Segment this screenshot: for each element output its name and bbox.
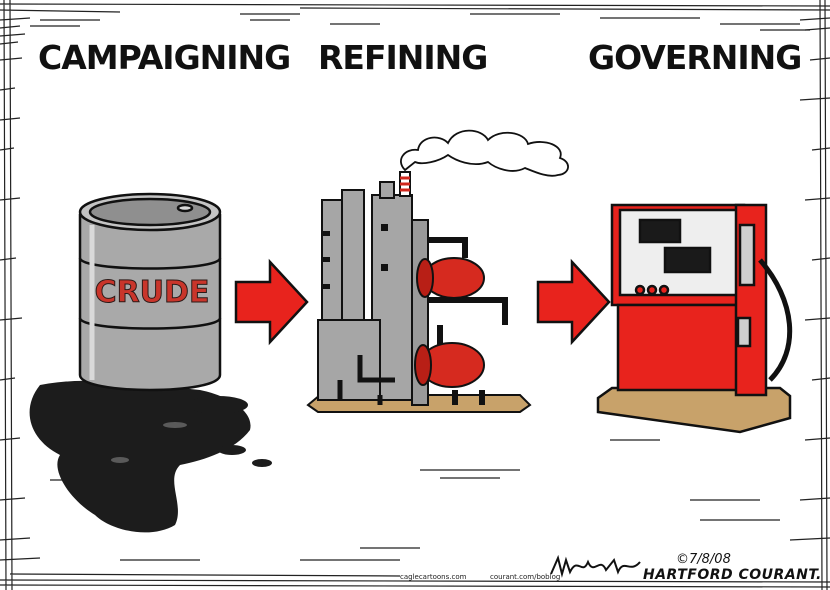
smoke-plume xyxy=(400,129,569,177)
syndicate-credit: caglecartoons.com xyxy=(400,573,467,581)
panel-title-campaigning: CAMPAIGNING xyxy=(38,38,291,77)
blog-credit: courant.com/boblog xyxy=(490,573,561,581)
arrow-right-icon xyxy=(234,258,309,346)
signature-scrawl xyxy=(550,554,641,578)
oil-puddle xyxy=(29,380,272,533)
refinery xyxy=(306,171,532,413)
newspaper-name: HARTFORD COURANT. xyxy=(643,567,822,583)
signature-date: ©7/8/08 xyxy=(676,552,731,567)
barrel-label: CRUDE xyxy=(95,275,210,310)
crude-barrel xyxy=(78,192,222,392)
arrow-right-icon xyxy=(536,258,611,346)
panel-title-refining: REFINING xyxy=(318,38,488,77)
gas-pump xyxy=(596,203,793,434)
panel-title-governing: GOVERNING xyxy=(588,38,802,77)
artist-signature: ©7/8/08 HARTFORD COURANT. xyxy=(548,552,821,583)
